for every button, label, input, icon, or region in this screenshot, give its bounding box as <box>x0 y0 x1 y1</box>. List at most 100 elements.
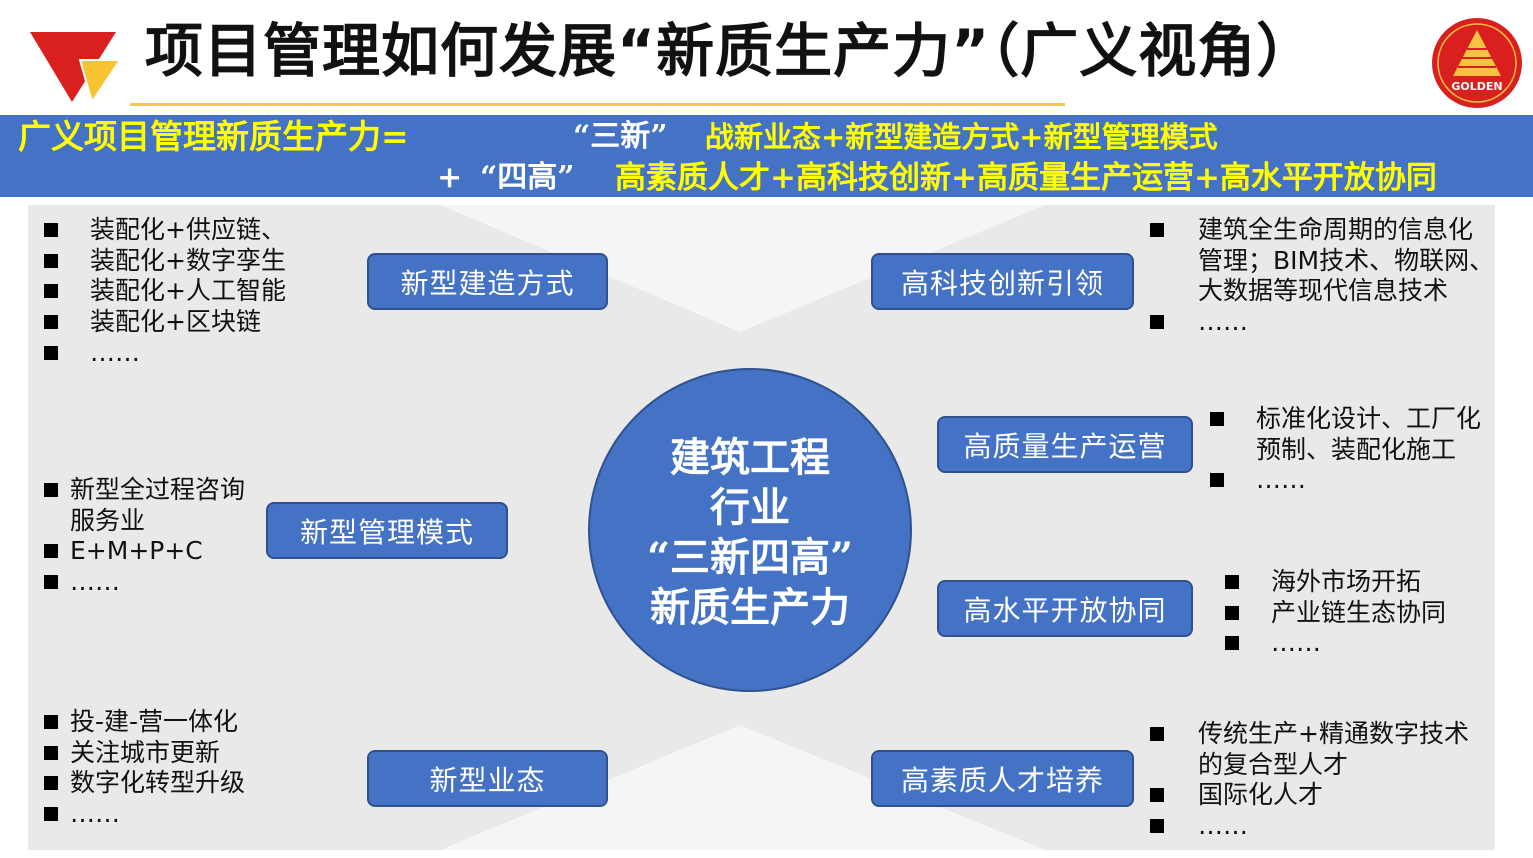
list-item-text: 新型全过程咨询 <box>70 475 246 504</box>
hub-text-line: 新质生产力 <box>650 584 850 631</box>
list-item-text: …… <box>70 567 120 597</box>
list-item-text: 装配化+区块链 <box>90 307 261 337</box>
list-item-text: 国际化人才 <box>1198 780 1324 810</box>
bullet-square-icon <box>1225 605 1239 620</box>
bullet-square-icon <box>1150 315 1164 330</box>
list-item: 装配化+供应链、 <box>44 215 286 246</box>
banner-key-four-high: “四高” <box>480 160 575 195</box>
list-item: 装配化+区块链 <box>44 307 286 338</box>
list-item-text: 投-建-营一体化 <box>70 707 239 736</box>
hub-text-line: 行业 <box>710 484 790 531</box>
list-item-text: 服务业 <box>70 505 146 535</box>
banner-key-three-new: “三新” <box>573 119 668 154</box>
banner-label: 广义项目管理新质生产力= <box>18 117 409 156</box>
list-item: …… <box>1150 811 1469 842</box>
list-item-text: …… <box>1256 465 1306 495</box>
list-item-text: 的复合型人才 <box>1198 749 1349 779</box>
list-item-text: 海外市场开拓 <box>1271 567 1422 596</box>
bullet-square-icon <box>44 776 58 791</box>
node-quality-operation: 高质量生产运营 <box>937 416 1193 473</box>
bullet-square-icon <box>1150 727 1164 741</box>
bullet-square-icon <box>1150 819 1164 834</box>
bullet-square-icon <box>44 253 58 268</box>
title-underline <box>130 103 1065 106</box>
hub-text-line: 建筑工程 <box>670 434 830 481</box>
banner-value-four-high: 高素质人才+高科技创新+高质量生产运营+高水平开放协同 <box>615 160 1437 196</box>
list-item: E+M+P+C <box>44 536 245 567</box>
hub-text-line: “三新四高” <box>646 534 853 581</box>
banner-plus: + <box>437 160 463 195</box>
list-item: 国际化人才 <box>1150 780 1469 811</box>
list-item-text: 装配化+供应链、 <box>90 215 286 244</box>
banner-value-three-new: 战新业态+新型建造方式+新型管理模式 <box>705 120 1218 154</box>
bullet-square-icon <box>1150 223 1164 237</box>
list-item-text: 标准化设计、工厂化 <box>1256 404 1482 433</box>
list-item: …… <box>44 799 245 830</box>
open-collaboration-list: 海外市场开拓 产业链生态协同 …… <box>1225 567 1446 659</box>
list-item: 海外市场开拓 <box>1225 567 1446 598</box>
list-item-text: E+M+P+C <box>70 536 203 566</box>
bullet-square-icon <box>1210 412 1224 426</box>
list-item: 装配化+数字孪生 <box>44 246 286 277</box>
list-item-text: …… <box>1271 628 1321 658</box>
list-item: 关注城市更新 <box>44 738 245 769</box>
bullet-square-icon <box>44 807 58 822</box>
formula-banner: 广义项目管理新质生产力= “三新” 战新业态+新型建造方式+新型管理模式 + “… <box>0 115 1533 197</box>
list-item: 新型全过程咨询服务业 <box>44 475 245 536</box>
list-item-text: …… <box>70 799 120 829</box>
node-tech-innovation: 高科技创新引领 <box>871 253 1134 310</box>
list-item-text: 产业链生态协同 <box>1271 597 1447 627</box>
list-item: …… <box>1210 465 1481 496</box>
talent-list: 传统生产+精通数字技术的复合型人才 国际化人才 …… <box>1150 719 1469 842</box>
bullet-square-icon <box>44 715 58 729</box>
bullet-square-icon <box>44 315 58 330</box>
new-construction-list: 装配化+供应链、 装配化+数字孪生 装配化+人工智能 装配化+区块链 …… <box>44 215 286 369</box>
list-item: 标准化设计、工厂化预制、装配化施工 <box>1210 404 1481 465</box>
node-new-management: 新型管理模式 <box>266 502 508 559</box>
bullet-square-icon <box>44 544 58 559</box>
bullet-square-icon <box>44 745 58 760</box>
bullet-square-icon <box>44 575 58 590</box>
list-item-text: 管理；BIM技术、物联网、 <box>1198 245 1495 275</box>
center-hub-circle: 建筑工程 行业 “三新四高” 新质生产力 <box>588 368 912 692</box>
bullet-square-icon <box>44 483 58 497</box>
list-item: 数字化转型升级 <box>44 768 245 799</box>
list-item: …… <box>1150 307 1494 338</box>
new-business-list: 投-建-营一体化 关注城市更新 数字化转型升级 …… <box>44 707 245 830</box>
list-item-text: …… <box>1198 307 1248 337</box>
bullet-square-icon <box>44 345 58 360</box>
list-item: 建筑全生命周期的信息化管理；BIM技术、物联网、大数据等现代信息技术 <box>1150 215 1494 307</box>
list-item: 装配化+人工智能 <box>44 276 286 307</box>
list-item: …… <box>44 567 245 598</box>
list-item: 传统生产+精通数字技术的复合型人才 <box>1150 719 1469 780</box>
list-item-text: 装配化+人工智能 <box>90 276 286 306</box>
list-item-text: 关注城市更新 <box>70 737 221 767</box>
list-item-text: 大数据等现代信息技术 <box>1198 276 1449 306</box>
list-item-text: 装配化+数字孪生 <box>90 245 286 275</box>
brand-triangle-logo-icon <box>30 32 122 104</box>
list-item: …… <box>44 338 286 369</box>
node-open-collaboration: 高水平开放协同 <box>937 580 1193 637</box>
bullet-square-icon <box>1210 473 1224 488</box>
list-item-text: …… <box>1198 811 1248 841</box>
quality-operation-list: 标准化设计、工厂化预制、装配化施工 …… <box>1210 404 1481 496</box>
list-item-text: …… <box>90 337 140 367</box>
list-item-text: 传统生产+精通数字技术 <box>1198 719 1469 748</box>
bullet-square-icon <box>44 223 58 237</box>
golden-pyramid-logo-icon: GOLDEN <box>1432 18 1522 108</box>
bullet-square-icon <box>44 284 58 299</box>
logo-text: GOLDEN <box>1451 80 1502 93</box>
list-item: …… <box>1225 628 1446 659</box>
list-item-text: 预制、装配化施工 <box>1256 434 1457 464</box>
list-item-text: 数字化转型升级 <box>70 768 246 798</box>
new-management-list: 新型全过程咨询服务业 E+M+P+C …… <box>44 475 245 598</box>
node-talent: 高素质人才培养 <box>871 750 1134 807</box>
page-title: 项目管理如何发展“新质生产力”（广义视角） <box>145 17 1316 85</box>
tech-innovation-list: 建筑全生命周期的信息化管理；BIM技术、物联网、大数据等现代信息技术 …… <box>1150 215 1494 338</box>
bullet-square-icon <box>1225 636 1239 651</box>
node-new-business: 新型业态 <box>367 750 608 807</box>
bullet-square-icon <box>1225 575 1239 589</box>
list-item-text: 建筑全生命周期的信息化 <box>1198 215 1474 244</box>
bullet-square-icon <box>1150 788 1164 803</box>
